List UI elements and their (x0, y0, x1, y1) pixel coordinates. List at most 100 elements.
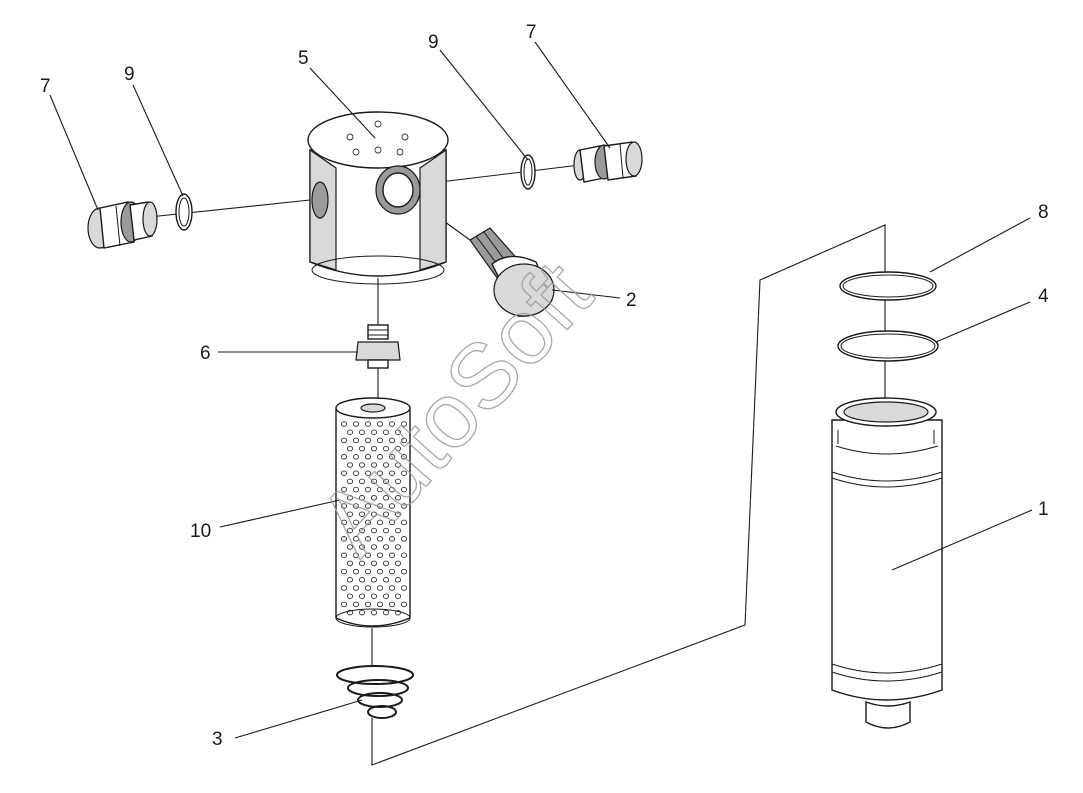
sealing-ring-upper (839, 271, 937, 301)
perforation-hole (352, 454, 360, 460)
perforation-hole (382, 544, 390, 550)
callout-2: 2 (626, 290, 637, 311)
perforation-hole (340, 536, 348, 542)
perforation-hole (340, 503, 348, 509)
fitting-left (87, 201, 158, 249)
perforation-hole (382, 445, 390, 452)
perforation-hole (376, 421, 384, 427)
filter-head (307, 111, 449, 285)
perforation-hole (364, 470, 372, 476)
perforation-hole (370, 511, 378, 517)
perforation-hole (394, 495, 402, 501)
perforation-hole (352, 486, 360, 493)
o-ring-left (175, 193, 193, 231)
perforation-hole (382, 429, 390, 435)
sealing-ring-lower (837, 330, 939, 362)
perforation-hole (376, 486, 384, 493)
perforation-hole (346, 462, 354, 468)
perforation-hole (388, 601, 396, 608)
callout-10: 10 (190, 521, 211, 542)
perforation-hole (340, 486, 348, 493)
filter-bowl (831, 397, 943, 729)
perforation-hole (388, 552, 396, 558)
perforation-hole (400, 552, 408, 558)
perforation-hole (388, 568, 396, 575)
perforation-hole (346, 527, 354, 534)
perforation-hole (358, 478, 366, 485)
perforation-hole (370, 462, 378, 468)
callout-9-left: 9 (124, 64, 135, 85)
perforation-hole (352, 568, 360, 575)
perforation-hole (388, 519, 396, 526)
perforation-hole (400, 421, 408, 427)
perforation-hole (382, 560, 390, 567)
perforation-hole (382, 577, 390, 583)
perforation-hole (376, 454, 384, 460)
perforation-hole (388, 503, 396, 509)
perforation-hole (376, 470, 384, 476)
callout-7-left: 7 (40, 76, 51, 97)
perforation-hole (388, 421, 396, 427)
perforation-hole (346, 511, 354, 517)
perforation-hole (352, 536, 360, 542)
perforation-hole (352, 421, 360, 427)
perforation-hole (364, 519, 372, 526)
perforation-hole (382, 593, 390, 599)
callout-labels: 7 9 5 9 7 8 4 2 6 1 10 3 (40, 22, 1049, 750)
perforation-hole (370, 544, 378, 550)
perforation-hole (358, 560, 366, 567)
perforation-hole (388, 454, 396, 460)
perforation-hole (364, 568, 372, 575)
perforation-hole (394, 478, 402, 485)
perforation-hole (376, 552, 384, 558)
perforation-hole (364, 585, 372, 591)
perforation-hole (376, 503, 384, 509)
perforation-hole (394, 445, 402, 452)
perforation-hole (382, 462, 390, 468)
perforation-hole (340, 437, 348, 444)
callout-8: 8 (1038, 202, 1049, 223)
callout-4: 4 (1038, 286, 1049, 307)
perforation-hole (388, 437, 396, 444)
perforation-hole (352, 470, 360, 476)
spring (336, 665, 414, 719)
perforation-hole (352, 585, 360, 591)
perforation-hole (364, 601, 372, 608)
perforation-hole (394, 527, 402, 534)
perforation-hole (394, 577, 402, 583)
perforation-hole (346, 593, 354, 599)
perforation-hole (346, 478, 354, 485)
perforation-hole (340, 601, 348, 608)
perforation-hole (394, 462, 402, 468)
o-ring-right (520, 154, 536, 190)
perforation-hole (370, 609, 378, 616)
perforation-hole (370, 445, 378, 452)
perforation-hole (364, 437, 372, 444)
perforation-hole (346, 445, 354, 452)
perforation-hole (352, 552, 360, 558)
perforation-hole (358, 429, 366, 435)
perforation-hole (340, 519, 348, 526)
perforation-hole (400, 503, 408, 509)
perforation-hole (370, 527, 378, 534)
perforation-hole (364, 552, 372, 558)
perforation-hole (400, 437, 408, 444)
fitting-right (573, 141, 643, 183)
perforation-hole (358, 495, 366, 501)
perforation-hole (340, 454, 348, 460)
perforation-hole (364, 454, 372, 460)
perforation-hole (382, 495, 390, 501)
perforation-hole (376, 568, 384, 575)
perforation-hole (340, 568, 348, 575)
perforation-hole (382, 609, 390, 616)
callout-5: 5 (298, 48, 309, 69)
perforation-hole (346, 560, 354, 567)
element-perforations (340, 421, 408, 616)
perforation-hole (346, 495, 354, 501)
perforation-hole (358, 577, 366, 583)
filter-element (335, 397, 411, 628)
perforation-hole (364, 421, 372, 427)
perforation-hole (358, 462, 366, 468)
perforation-hole (358, 511, 366, 517)
